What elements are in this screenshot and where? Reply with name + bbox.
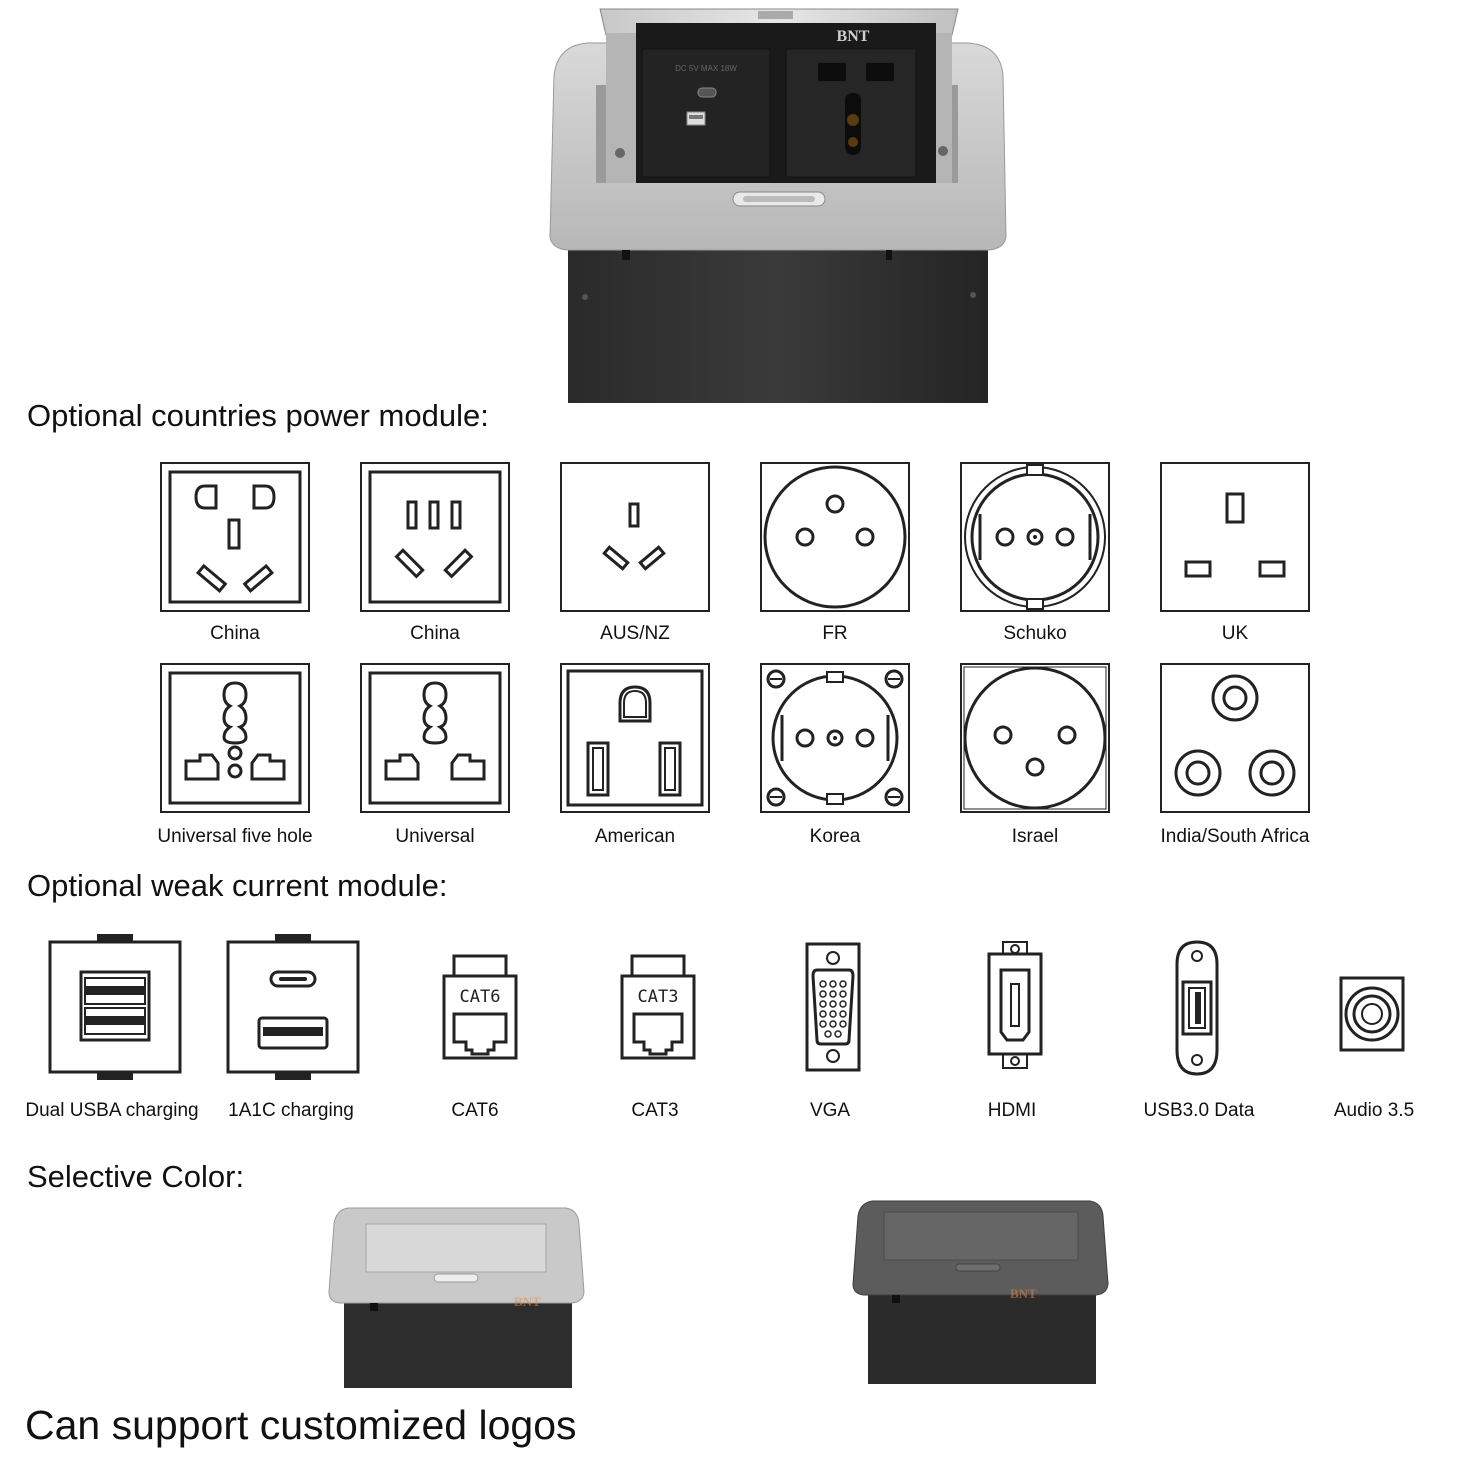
selective-color-heading: Selective Color: xyxy=(27,1159,245,1194)
power-label-universal: Universal xyxy=(395,826,475,847)
power-label-israel: Israel xyxy=(1011,826,1059,847)
weak-label-dual-usba: Dual USBA charging xyxy=(25,1100,199,1121)
china-three-slot-socket-icon xyxy=(360,462,510,612)
korea-socket-icon xyxy=(760,663,910,813)
fr-socket-icon xyxy=(760,462,910,612)
power-label-korea: Korea xyxy=(809,826,861,847)
cat6-jack-text: CAT6 xyxy=(460,987,501,1007)
silver-brand-watermark: BNT xyxy=(514,1294,541,1309)
weak-label-cat3: CAT3 xyxy=(631,1100,679,1121)
aus-nz-socket-icon xyxy=(560,462,710,612)
hero-product-image: DC 5V MAX 18W BNT xyxy=(548,5,1008,405)
universal-socket-icon xyxy=(360,663,510,813)
american-socket-icon xyxy=(560,663,710,813)
dark-grey-brand-watermark: BNT xyxy=(1010,1286,1037,1301)
power-label-fr: FR xyxy=(822,623,848,644)
schuko-socket-icon xyxy=(960,462,1110,612)
color-option-silver: BNT xyxy=(326,1204,586,1394)
audio-jack-icon xyxy=(1293,932,1453,1082)
power-module-heading: Optional countries power module: xyxy=(27,398,489,433)
dual-usba-icon xyxy=(35,932,195,1082)
israel-socket-icon xyxy=(960,663,1110,813)
weak-label-vga: VGA xyxy=(809,1100,851,1121)
cat6-jack-icon: CAT6 xyxy=(400,932,560,1082)
brand-logo: BNT xyxy=(837,28,870,45)
power-label-schuko: Schuko xyxy=(1003,623,1067,644)
power-label-universal-five: Universal five hole xyxy=(157,826,313,847)
power-label-china-1: China xyxy=(210,623,260,644)
power-label-china-2: China xyxy=(410,623,460,644)
weak-label-hdmi: HDMI xyxy=(987,1100,1037,1121)
cat3-jack-icon: CAT3 xyxy=(578,932,738,1082)
power-label-india-south-africa: India/South Africa xyxy=(1160,826,1310,847)
weak-label-usb3: USB3.0 Data xyxy=(1143,1100,1255,1121)
weak-label-audio: Audio 3.5 xyxy=(1333,1100,1415,1121)
china-five-hole-socket-icon xyxy=(160,462,310,612)
weak-label-cat6: CAT6 xyxy=(451,1100,499,1121)
weak-label-1a1c: 1A1C charging xyxy=(228,1100,354,1121)
cat3-jack-text: CAT3 xyxy=(638,987,679,1007)
vga-port-icon xyxy=(753,932,913,1082)
india-south-africa-socket-icon xyxy=(1160,663,1310,813)
usb3-data-icon xyxy=(1117,932,1277,1082)
power-label-american: American xyxy=(594,826,676,847)
power-label-uk: UK xyxy=(1221,623,1249,644)
custom-logo-note: Can support customized logos xyxy=(25,1402,577,1448)
uk-socket-icon xyxy=(1160,462,1310,612)
color-option-dark-grey: BNT xyxy=(848,1198,1112,1388)
usb-rating-text: DC 5V MAX 18W xyxy=(675,64,737,73)
power-label-aus-nz: AUS/NZ xyxy=(600,623,670,644)
weak-current-heading: Optional weak current module: xyxy=(27,868,448,903)
hdmi-port-icon xyxy=(935,932,1095,1082)
usb-a-c-icon xyxy=(213,932,373,1082)
universal-five-hole-socket-icon xyxy=(160,663,310,813)
